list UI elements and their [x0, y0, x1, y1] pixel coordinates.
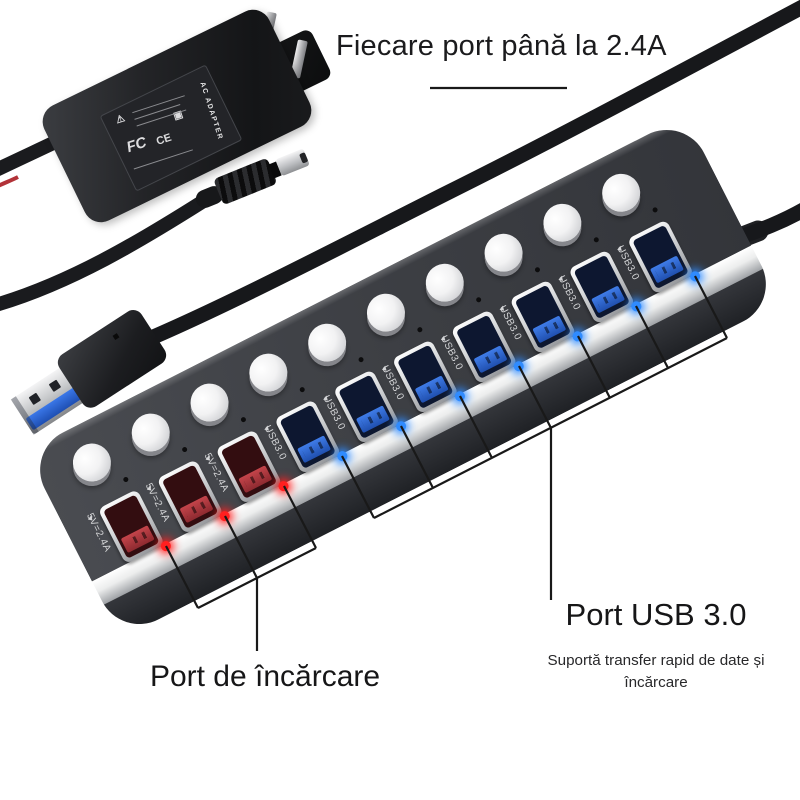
- headline-text: Fiecare port până la 2.4A: [336, 30, 667, 62]
- barrel-cable: [0, 195, 209, 311]
- usb-callout-lines: [341, 275, 728, 600]
- usb-callout-sublabel: Suportă transfer rapid de date și încărc…: [547, 652, 765, 692]
- usb-callout-label: Port USB 3.0: [565, 597, 747, 632]
- charging-callout-lines: [165, 485, 317, 651]
- charging-callout-label: Port de încărcare: [149, 660, 381, 693]
- usb-data-cable: [124, 0, 800, 354]
- red-wire-detail: [0, 175, 19, 188]
